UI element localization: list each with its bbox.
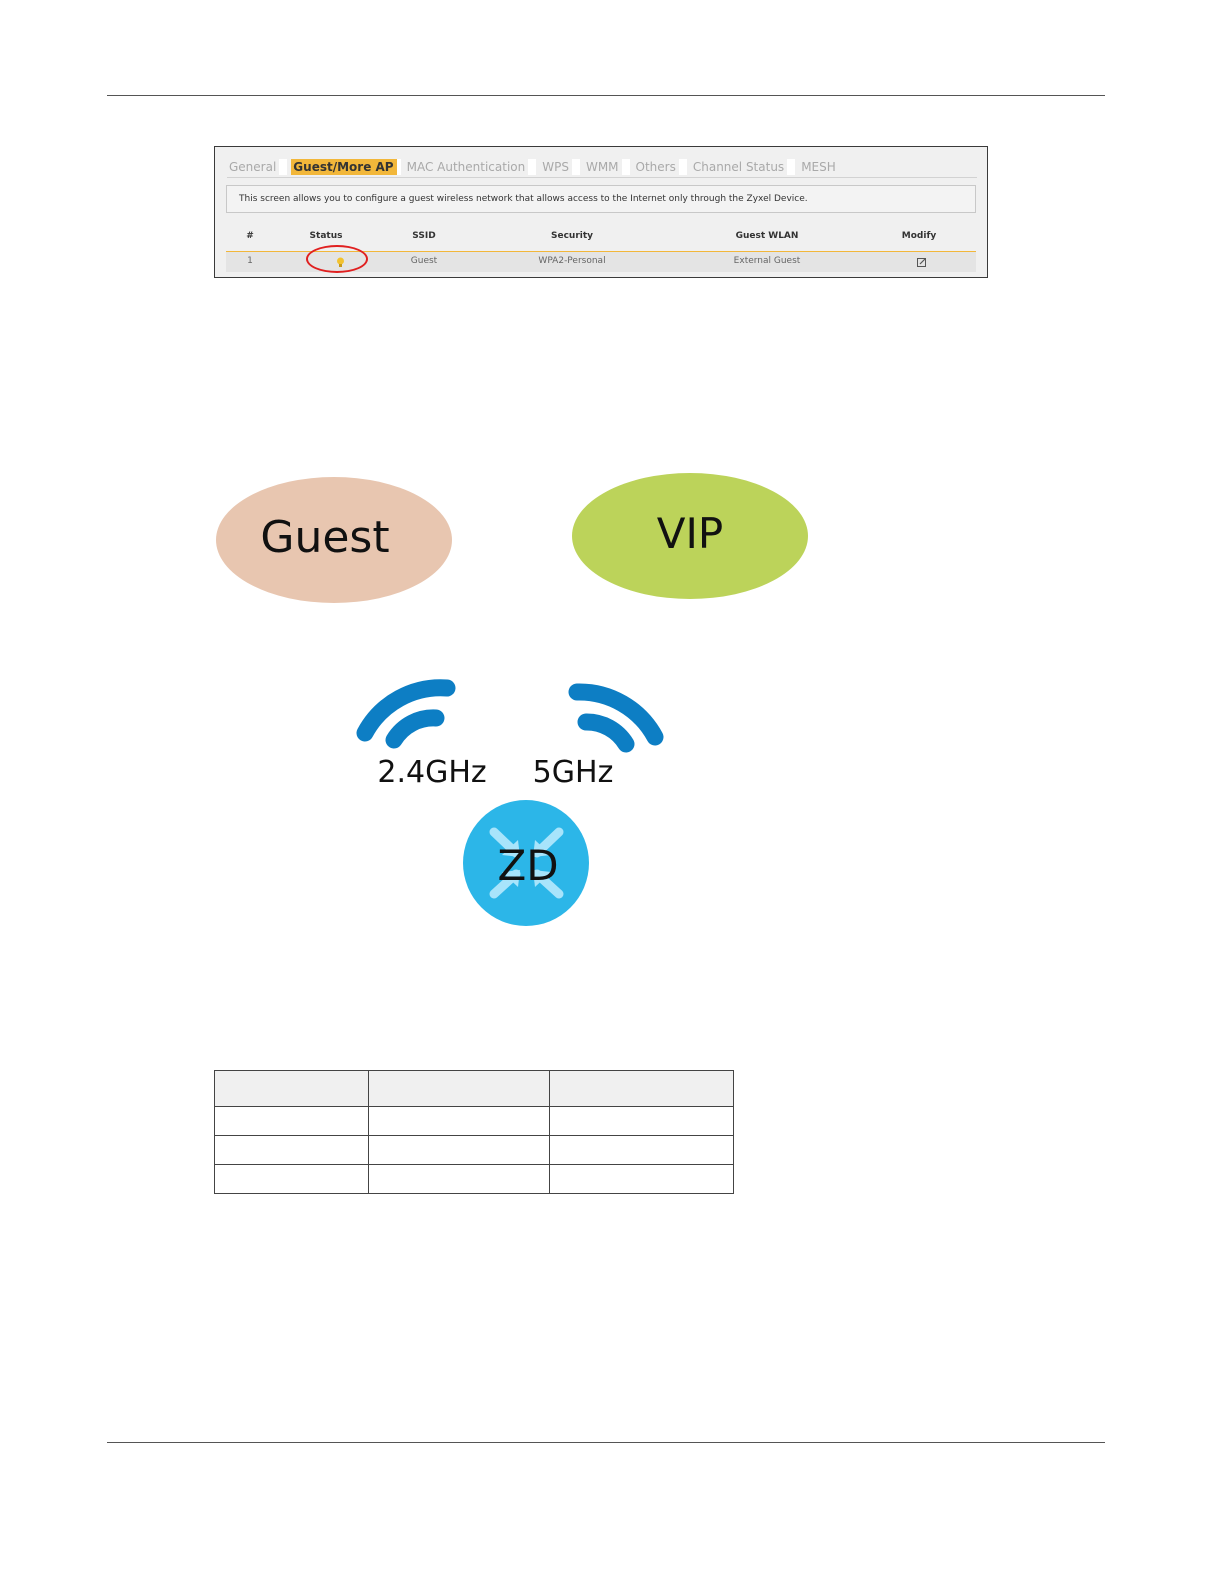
table-cell <box>549 1164 734 1194</box>
column-header-ssid: SSID <box>412 231 436 241</box>
column-header-status: Status <box>309 231 343 241</box>
vip-network-ellipse <box>572 473 808 599</box>
table-cell <box>214 1106 369 1136</box>
table-cell <box>549 1070 734 1107</box>
table-row <box>214 1135 734 1165</box>
table-row <box>214 1164 734 1194</box>
network-diagram: Guest VIP 2.4GHz 5GHz ZD <box>216 473 808 926</box>
table-cell <box>368 1106 550 1136</box>
tab-bar: General Guest/More AP MAC Authentication… <box>227 159 977 178</box>
screen-description: This screen allows you to configure a gu… <box>226 185 976 213</box>
column-header-guest-wlan: Guest WLAN <box>735 231 799 241</box>
tab-wps[interactable]: WPS <box>540 159 580 175</box>
band-5ghz-label: 5GHz <box>533 755 614 790</box>
tab-guest-more-ap[interactable]: Guest/More AP <box>291 159 401 175</box>
guest-label: Guest <box>260 512 389 563</box>
tab-channel-status[interactable]: Channel Status <box>691 159 796 175</box>
table-cell <box>214 1070 369 1107</box>
table-row <box>214 1106 734 1136</box>
table-row <box>214 1070 734 1107</box>
column-header-security: Security <box>550 231 594 241</box>
table-cell <box>368 1070 550 1107</box>
header-rule <box>107 95 1105 96</box>
zd-device-icon <box>463 800 589 926</box>
wifi-24ghz-icon <box>356 679 456 749</box>
band-24ghz-label: 2.4GHz <box>377 755 486 790</box>
edit-icon[interactable] <box>917 257 927 267</box>
guest-network-ellipse <box>216 477 452 603</box>
table-cell <box>549 1106 734 1136</box>
wifi-5ghz-icon <box>568 683 664 753</box>
tab-mesh[interactable]: MESH <box>801 160 836 174</box>
row-guest-wlan: External Guest <box>733 256 801 266</box>
table-cell <box>214 1164 369 1194</box>
tab-wmm[interactable]: WMM <box>584 159 630 175</box>
row-security: WPA2-Personal <box>538 256 606 266</box>
empty-table <box>214 1070 734 1194</box>
table-cell <box>368 1135 550 1165</box>
tab-others[interactable]: Others <box>634 159 687 175</box>
table-cell <box>549 1135 734 1165</box>
row-ssid: Guest <box>410 256 438 266</box>
highlight-circle <box>306 245 368 273</box>
tab-mac-authentication[interactable]: MAC Authentication <box>405 159 537 175</box>
device-label: ZD <box>497 841 558 890</box>
column-header-number: # <box>246 231 254 241</box>
vip-label: VIP <box>657 509 723 558</box>
table-cell <box>368 1164 550 1194</box>
column-header-modify: Modify <box>901 231 937 241</box>
row-number: 1 <box>247 256 253 266</box>
tab-general[interactable]: General <box>227 159 288 175</box>
table-cell <box>214 1135 369 1165</box>
lightbulb-icon <box>337 257 344 267</box>
table-row: 1 Guest WPA2-Personal External Guest <box>226 245 976 273</box>
guest-ap-screenshot: General Guest/More AP MAC Authentication… <box>214 146 988 278</box>
footer-rule <box>107 1442 1105 1443</box>
